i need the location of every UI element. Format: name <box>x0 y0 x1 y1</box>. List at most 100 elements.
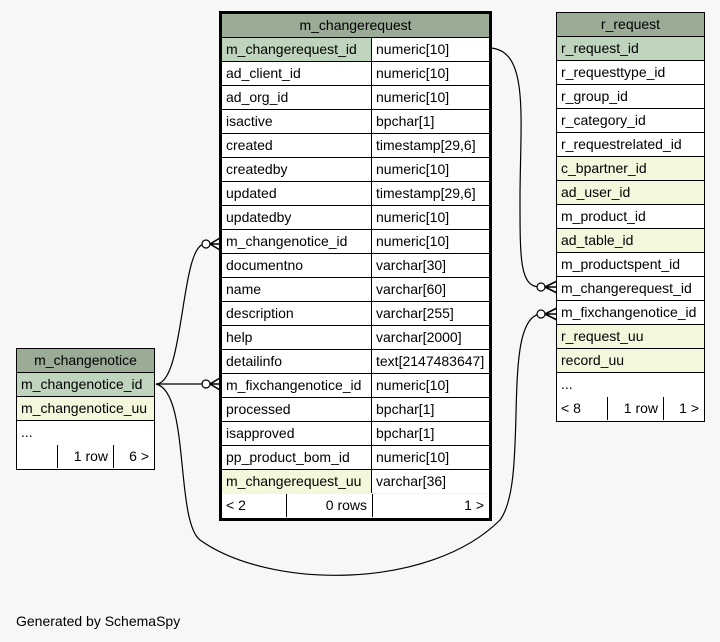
column-row: updatedby numeric[10] <box>222 206 489 230</box>
column-row: m_changerequest_id <box>557 277 704 301</box>
column-name[interactable]: r_requesttype_id <box>561 64 666 80</box>
column-row: ... <box>17 421 154 445</box>
column-row: m_productspent_id <box>557 253 704 277</box>
column-name[interactable]: description <box>226 305 294 321</box>
table-header[interactable]: m_changenotice <box>17 349 154 373</box>
column-name[interactable]: created <box>226 137 273 153</box>
children-count[interactable]: 1 > <box>372 494 489 517</box>
table-r-request: r_request r_request_id r_requesttype_id r_… <box>556 12 705 422</box>
column-row: ad_user_id <box>557 181 704 205</box>
column-name[interactable]: r_requestrelated_id <box>561 136 682 152</box>
column-row: description varchar[255] <box>222 302 489 326</box>
column-type: numeric[10] <box>371 206 489 229</box>
column-name[interactable]: pp_product_bom_id <box>226 449 350 465</box>
column-name[interactable]: r_category_id <box>561 112 646 128</box>
generated-by-label: Generated by SchemaSpy <box>16 613 181 629</box>
parents-count[interactable]: < 2 <box>226 497 246 513</box>
column-type: numeric[10] <box>371 374 489 397</box>
column-name[interactable]: help <box>226 329 253 345</box>
edge-end-circle <box>201 239 211 249</box>
column-row: m_changenotice_uu <box>17 397 154 421</box>
table-header[interactable]: r_request <box>557 13 704 37</box>
column-name[interactable]: m_changerequest_id <box>226 41 357 57</box>
column-row: ad_org_id numeric[10] <box>222 86 489 110</box>
column-type: varchar[60] <box>371 278 489 301</box>
column-name[interactable]: m_productspent_id <box>561 256 681 272</box>
column-row: r_category_id <box>557 109 704 133</box>
children-count[interactable]: 6 > <box>113 445 154 468</box>
column-name[interactable]: m_fixchangenotice_id <box>561 304 697 320</box>
column-name[interactable]: ad_table_id <box>561 232 634 248</box>
column-type: numeric[10] <box>371 446 489 469</box>
column-name[interactable]: m_changerequest_uu <box>226 473 362 489</box>
edge-changerequest-to-request <box>489 47 541 288</box>
column-row: ad_table_id <box>557 229 704 253</box>
column-type: numeric[10] <box>371 158 489 181</box>
parents-count[interactable] <box>17 445 57 468</box>
column-name[interactable]: ... <box>21 424 33 440</box>
table-footer: < 8 1 row 1 > <box>557 397 704 421</box>
column-name[interactable]: createdby <box>226 161 288 177</box>
column-row: m_changerequest_uu varchar[36] <box>222 470 489 494</box>
column-row: ... <box>557 373 704 397</box>
parents-count[interactable]: < 8 <box>561 400 581 416</box>
crowfoot-mark <box>209 237 221 251</box>
column-type: numeric[10] <box>371 86 489 109</box>
column-name[interactable]: ... <box>561 376 573 392</box>
column-name[interactable]: record_uu <box>561 352 625 368</box>
column-name[interactable]: ad_org_id <box>226 89 289 105</box>
column-row: record_uu <box>557 349 704 373</box>
column-type: varchar[2000] <box>371 326 489 349</box>
column-type: timestamp[29,6] <box>371 182 489 205</box>
column-name[interactable]: m_product_id <box>561 208 646 224</box>
row-count: 1 row <box>607 397 663 420</box>
column-type: bpchar[1] <box>371 110 489 133</box>
column-name[interactable]: m_changenotice_id <box>226 233 348 249</box>
column-name[interactable]: detailinfo <box>226 353 283 369</box>
edge-changenotice-to-request-fix <box>155 313 541 576</box>
column-type: text[2147483647] <box>371 350 489 373</box>
column-row: detailinfo text[2147483647] <box>222 350 489 374</box>
column-name[interactable]: processed <box>226 401 291 417</box>
column-name[interactable]: documentno <box>226 257 304 273</box>
column-name[interactable]: ad_client_id <box>226 65 301 81</box>
column-name[interactable]: r_request_uu <box>561 328 644 344</box>
column-name[interactable]: m_changerequest_id <box>561 280 692 296</box>
table-footer: 1 row 6 > <box>17 445 154 469</box>
edge-end-circle <box>536 282 546 292</box>
column-name[interactable]: ad_user_id <box>561 184 631 200</box>
column-name[interactable]: r_group_id <box>561 88 628 104</box>
column-name[interactable]: isapproved <box>226 425 295 441</box>
column-name[interactable]: m_fixchangenotice_id <box>226 377 362 393</box>
row-count: 1 row <box>57 445 113 468</box>
column-type: varchar[36] <box>371 470 489 493</box>
edge-changenotice-to-changerequest <box>155 243 206 385</box>
column-type: varchar[255] <box>371 302 489 325</box>
column-row: created timestamp[29,6] <box>222 134 489 158</box>
children-count[interactable]: 1 > <box>663 397 704 420</box>
column-type: timestamp[29,6] <box>371 134 489 157</box>
column-name[interactable]: c_bpartner_id <box>561 160 647 176</box>
column-name[interactable]: updated <box>226 185 277 201</box>
column-name[interactable]: r_request_id <box>561 40 639 56</box>
column-type: bpchar[1] <box>371 398 489 421</box>
column-name[interactable]: m_changenotice_uu <box>21 400 148 416</box>
column-name[interactable]: name <box>226 281 262 297</box>
column-name[interactable]: updatedby <box>226 209 292 225</box>
column-row: ad_client_id numeric[10] <box>222 62 489 86</box>
column-row: m_fixchangenotice_id <box>557 301 704 325</box>
table-footer: < 2 0 rows 1 > <box>222 494 489 518</box>
column-row: r_requesttype_id <box>557 61 704 85</box>
column-type: numeric[10] <box>371 62 489 85</box>
column-name[interactable]: m_changenotice_id <box>21 376 143 392</box>
column-name[interactable]: isactive <box>226 113 273 129</box>
crowfoot-mark <box>544 307 558 321</box>
column-row: r_request_uu <box>557 325 704 349</box>
table-header[interactable]: m_changerequest <box>222 14 489 38</box>
edge-end-circle <box>201 379 211 389</box>
column-row: name varchar[60] <box>222 278 489 302</box>
column-row: m_changenotice_id <box>17 373 154 397</box>
